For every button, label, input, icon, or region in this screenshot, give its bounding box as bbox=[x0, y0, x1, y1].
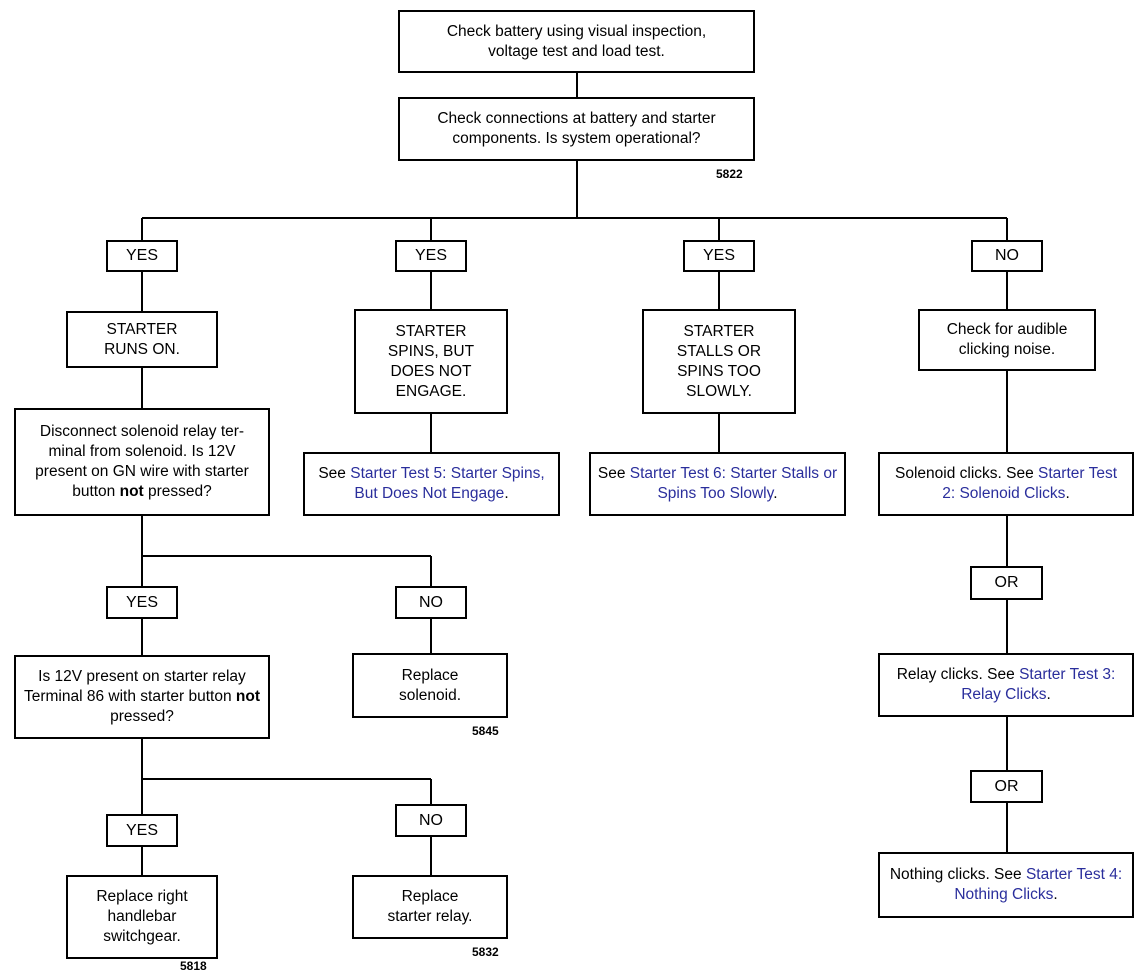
starter-test-5-link[interactable]: Starter Test 5: Starter Spins, But Does … bbox=[350, 465, 545, 502]
check-battery-box: Check battery using visual inspection, v… bbox=[398, 10, 755, 73]
emphasis-not: not bbox=[235, 688, 261, 705]
replace-relay-text: Replace starter relay. bbox=[387, 888, 473, 925]
see-test-5-text: See Starter Test 5: Starter Spins, But D… bbox=[318, 465, 545, 502]
figure-ref-5832: 5832 bbox=[472, 945, 499, 959]
disconnect-solenoid-text: Disconnect solenoid relay ter-minal from… bbox=[35, 423, 249, 500]
solenoid-clicks-text: Solenoid clicks. See Starter Test 2: Sol… bbox=[895, 465, 1117, 502]
starter-stalls-text: STARTER STALLS OR SPINS TOO SLOWLY. bbox=[676, 322, 762, 400]
starter-stalls-box: STARTER STALLS OR SPINS TOO SLOWLY. bbox=[642, 309, 796, 414]
replace-switchgear-text: Replace right handlebar switchgear. bbox=[96, 888, 188, 945]
starter-spins-no-engage-text: STARTER SPINS, BUT DOES NOT ENGAGE. bbox=[387, 322, 475, 400]
starter-test-6-link[interactable]: Starter Test 6: Starter Stalls or Spins … bbox=[629, 465, 838, 502]
yes-label-1: YES bbox=[106, 240, 178, 272]
starter-test-4-link[interactable]: Starter Test 4: Nothing Clicks bbox=[954, 866, 1123, 903]
replace-relay-box: Replace starter relay. bbox=[352, 875, 508, 939]
check-connections-text: Check connections at battery and starter… bbox=[437, 110, 716, 147]
see-test-6-box: See Starter Test 6: Starter Stalls or Sp… bbox=[589, 452, 846, 516]
emphasis-not: not bbox=[119, 483, 144, 500]
relay-clicks-box: Relay clicks. See Starter Test 3: Relay … bbox=[878, 653, 1134, 717]
yes-label-3: YES bbox=[683, 240, 755, 272]
replace-solenoid-box: Replace solenoid. bbox=[352, 653, 508, 718]
disconnect-solenoid-box: Disconnect solenoid relay ter-minal from… bbox=[14, 408, 270, 516]
no-label-3: NO bbox=[395, 804, 467, 837]
starter-test-2-link[interactable]: Starter Test 2: Solenoid Clicks bbox=[942, 465, 1117, 502]
audible-clicking-box: Check for audible clicking noise. bbox=[918, 309, 1096, 371]
or-label-2: OR bbox=[970, 770, 1043, 803]
figure-ref-5822: 5822 bbox=[716, 167, 743, 181]
audible-clicking-text: Check for audible clicking noise. bbox=[946, 321, 1068, 358]
starter-spins-no-engage-box: STARTER SPINS, BUT DOES NOT ENGAGE. bbox=[354, 309, 508, 414]
replace-switchgear-box: Replace right handlebar switchgear. bbox=[66, 875, 218, 959]
is-12v-relay-box: Is 12V present on starter relay Terminal… bbox=[14, 655, 270, 739]
relay-clicks-text: Relay clicks. See Starter Test 3: Relay … bbox=[896, 666, 1116, 703]
nothing-clicks-box: Nothing clicks. See Starter Test 4: Noth… bbox=[878, 852, 1134, 918]
starter-runs-on-text: STARTER RUNS ON. bbox=[104, 320, 180, 358]
or-label-1: OR bbox=[970, 566, 1043, 600]
yes-label-4: YES bbox=[106, 586, 178, 619]
nothing-clicks-text: Nothing clicks. See Starter Test 4: Noth… bbox=[889, 866, 1123, 903]
solenoid-clicks-box: Solenoid clicks. See Starter Test 2: Sol… bbox=[878, 452, 1134, 516]
yes-label-2: YES bbox=[395, 240, 467, 272]
no-label-1: NO bbox=[971, 240, 1043, 272]
starter-runs-on-box: STARTER RUNS ON. bbox=[66, 311, 218, 368]
figure-ref-5845: 5845 bbox=[472, 724, 499, 738]
see-test-6-text: See Starter Test 6: Starter Stalls or Sp… bbox=[597, 465, 838, 502]
figure-ref-5818: 5818 bbox=[180, 959, 207, 973]
see-test-5-box: See Starter Test 5: Starter Spins, But D… bbox=[303, 452, 560, 516]
replace-solenoid-text: Replace solenoid. bbox=[398, 666, 462, 704]
yes-label-5: YES bbox=[106, 814, 178, 847]
no-label-2: NO bbox=[395, 586, 467, 619]
starter-test-3-link[interactable]: Starter Test 3: Relay Clicks bbox=[961, 666, 1116, 703]
is-12v-relay-text: Is 12V present on starter relay Terminal… bbox=[23, 668, 261, 725]
check-battery-text: Check battery using visual inspection, v… bbox=[446, 22, 707, 60]
check-connections-box: Check connections at battery and starter… bbox=[398, 97, 755, 161]
